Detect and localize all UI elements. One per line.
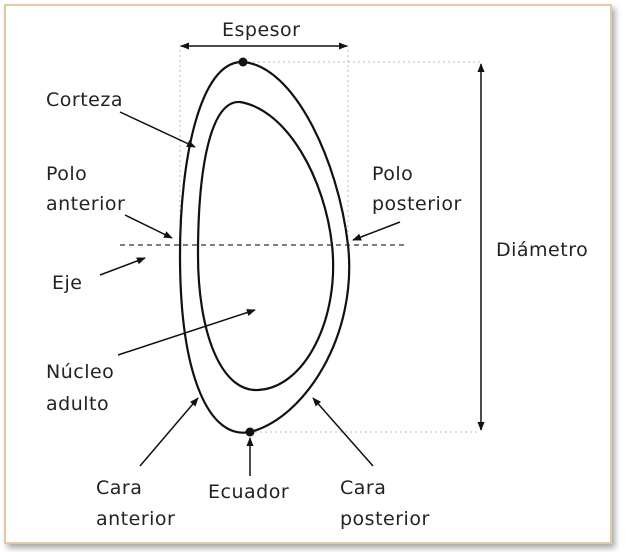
polo-anterior-arrow bbox=[124, 214, 173, 239]
label-nucleo-2: adulto bbox=[46, 393, 109, 415]
diagram-frame bbox=[4, 4, 612, 544]
label-diametro: Diámetro bbox=[496, 239, 588, 261]
nucleo-arrow bbox=[117, 309, 256, 356]
label-polo-anterior-1: Polo bbox=[46, 163, 87, 185]
guide-lines bbox=[179, 45, 480, 433]
label-nucleo-1: Núcleo bbox=[46, 361, 114, 383]
label-espesor: Espesor bbox=[222, 19, 301, 41]
label-cara-posterior-2: posterior bbox=[340, 508, 430, 530]
cara-posterior-arrow bbox=[312, 397, 374, 467]
label-cara-posterior-1: Cara bbox=[340, 477, 386, 499]
ecuador-dot bbox=[245, 427, 255, 437]
corteza-arrow bbox=[119, 111, 196, 148]
label-polo-posterior-2: posterior bbox=[372, 193, 462, 215]
polo-superior-dot bbox=[238, 57, 248, 67]
lens-outer-outline bbox=[178, 60, 351, 434]
polo-posterior-arrow bbox=[352, 221, 401, 241]
label-cara-anterior-1: Cara bbox=[96, 477, 142, 499]
label-eje: Eje bbox=[52, 272, 82, 294]
label-polo-anterior-2: anterior bbox=[46, 193, 125, 215]
label-ecuador: Ecuador bbox=[208, 481, 289, 503]
label-corteza: Corteza bbox=[46, 89, 123, 111]
lens-inner-outline bbox=[196, 100, 335, 392]
cara-anterior-arrow bbox=[139, 397, 199, 467]
label-polo-posterior-1: Polo bbox=[372, 163, 413, 185]
eje-arrow bbox=[99, 257, 146, 276]
label-cara-anterior-2: anterior bbox=[96, 508, 175, 530]
